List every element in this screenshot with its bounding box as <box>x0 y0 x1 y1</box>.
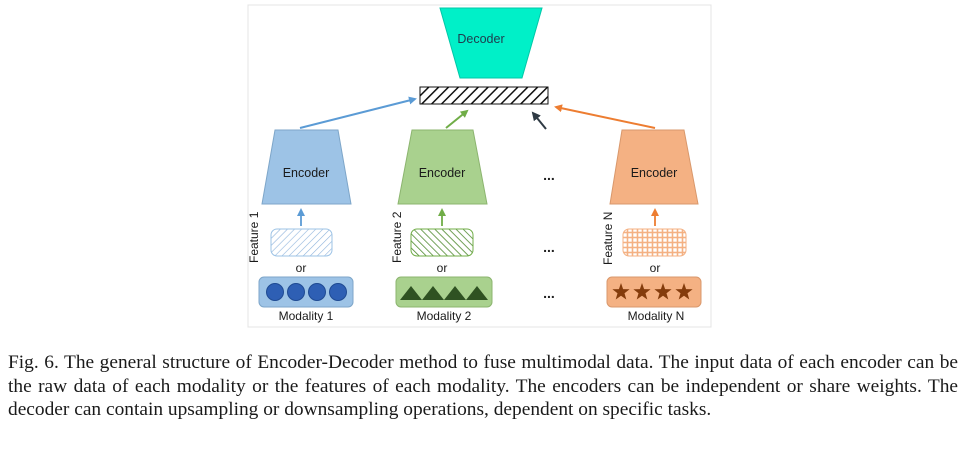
modality-1-circle <box>266 283 284 301</box>
ellipsis-features: ... <box>543 239 555 255</box>
modality-n-box <box>606 276 702 308</box>
modality-1-circle <box>287 283 305 301</box>
modality-n-label: Modality N <box>628 309 685 323</box>
modality-n-star <box>654 283 672 300</box>
modality-n-star <box>633 283 651 300</box>
encoder-1-to-fusion-arrow <box>299 96 417 129</box>
encoder-n-to-fusion-arrow <box>554 104 656 129</box>
feature-1-label: Feature 1 <box>247 211 261 263</box>
modality-2-triangle <box>444 286 466 300</box>
feature-n-box <box>622 228 687 257</box>
or-label-n: or <box>650 261 661 275</box>
fused-feature-bar <box>419 86 549 105</box>
feature-n-label: Feature N <box>601 212 615 265</box>
encoder-1-block <box>261 129 352 205</box>
figure-caption: Fig. 6. The general structure of Encoder… <box>8 352 958 420</box>
modality-2-triangle <box>466 286 488 300</box>
feature-2-box <box>410 228 474 257</box>
encoder-2-block <box>397 129 488 205</box>
or-label-1: or <box>296 261 307 275</box>
encoder-n-label: Encoder <box>631 166 678 180</box>
modality-1-circle <box>329 283 347 301</box>
modality-2-triangle <box>422 286 444 300</box>
decoder-block <box>439 7 543 79</box>
encoder-2-to-fusion-arrow <box>445 109 469 129</box>
modality-2-label: Modality 2 <box>417 309 472 323</box>
feature-2-label: Feature 2 <box>390 211 404 263</box>
encoder-1-label: Encoder <box>283 166 330 180</box>
other-encoders-to-fusion-arrow <box>531 111 547 130</box>
modality-n-star <box>675 283 693 300</box>
feature-1-box <box>270 228 333 257</box>
modality-n-star <box>612 283 630 300</box>
decoder-label: Decoder <box>457 32 504 46</box>
modality-1-box <box>258 276 354 308</box>
modality-1-label: Modality 1 <box>279 309 334 323</box>
modality-1-circle <box>308 283 326 301</box>
encoder-2-label: Encoder <box>419 166 466 180</box>
or-label-2: or <box>437 261 448 275</box>
modality-2-triangle <box>400 286 422 300</box>
encoder-n-block <box>609 129 699 205</box>
ellipsis-modalities: ... <box>543 285 555 301</box>
ellipsis-encoders: ... <box>543 167 555 183</box>
